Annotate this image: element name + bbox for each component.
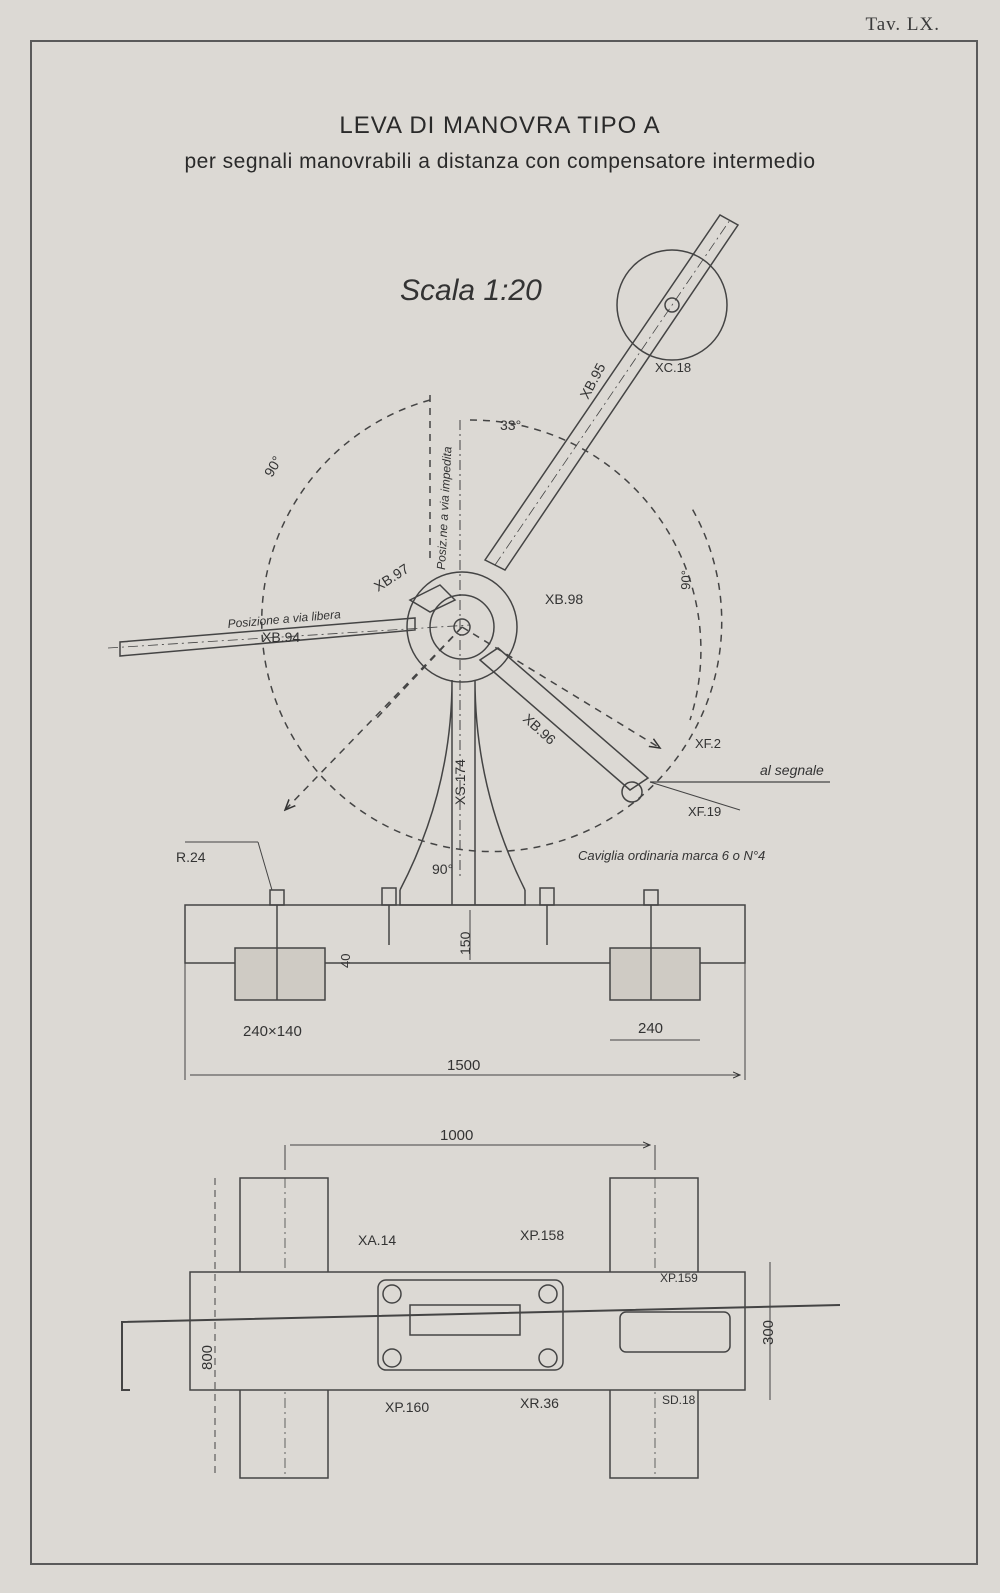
sleeper-left	[234, 947, 326, 1001]
label-xp160: XP.160	[385, 1399, 429, 1415]
label-xc18: XC.18	[655, 360, 691, 375]
plan-labels: 1000 800 300 XA.14 XP.158 XP.159 XP.160 …	[199, 1127, 777, 1415]
label-xb95: XB.95	[577, 360, 609, 401]
label-xp159: XP.159	[660, 1271, 698, 1285]
dim-1000: 1000	[440, 1127, 473, 1144]
label-al-segnale: al segnale	[760, 762, 824, 778]
label-xb96: XB.96	[520, 710, 559, 748]
angle-90-bottom: 90°	[432, 861, 453, 877]
dim-800: 800	[199, 1345, 216, 1370]
plate-number: Tav. LX.	[865, 14, 940, 35]
label-xr36: XR.36	[520, 1395, 559, 1411]
label-xp158: XP.158	[520, 1227, 564, 1243]
lever-arm-lower	[478, 647, 650, 791]
plate-subtitle: per segnali manovrabili a distanza con c…	[184, 150, 816, 173]
plan-base-beam	[189, 1271, 746, 1391]
elevation-labels: XC.18 XB.95 33° 90° Posiz.ne a via imped…	[176, 360, 824, 877]
hub-circle	[406, 571, 518, 683]
plan-compensator	[619, 1311, 731, 1353]
angle-33: 33°	[500, 417, 521, 433]
label-xf2: XF.2	[695, 736, 721, 751]
label-pos-intermedia: Posiz.ne a via impedita	[434, 446, 454, 570]
dim-240: 240	[638, 1020, 663, 1037]
lever-elevation	[107, 214, 830, 906]
base-dimensions: 150 40 240×140 240 1500	[243, 931, 663, 1074]
lever-arm-left	[119, 617, 416, 657]
label-caviglia: Caviglia ordinaria marca 6 o N°4	[578, 848, 765, 863]
plate-frame	[30, 40, 978, 1565]
label-xb97: XB.97	[371, 560, 412, 594]
angle-90-right: 90°	[678, 570, 694, 590]
label-xb94: XB.94	[262, 629, 300, 645]
bolts	[269, 887, 659, 1000]
dim-240x140: 240×140	[243, 1023, 302, 1040]
sleeper-right	[609, 947, 701, 1001]
label-r24: R.24	[176, 849, 206, 865]
label-xb98: XB.98	[545, 591, 583, 607]
base-beam	[184, 904, 746, 964]
dim-300: 300	[760, 1320, 777, 1345]
label-xf19: XF.19	[688, 804, 721, 819]
scale-label: Scala 1:20	[400, 274, 542, 307]
swing-arc	[260, 399, 723, 853]
support-post	[399, 679, 526, 905]
dim-150: 150	[457, 931, 473, 955]
plan-view	[121, 1145, 841, 1479]
label-xs174: XS.174	[452, 759, 468, 805]
dim-1500: 1500	[447, 1057, 480, 1074]
handwheel	[616, 249, 728, 361]
plate-title: LEVA DI MANOVRA TIPO A	[339, 112, 661, 139]
lever-arm-upper	[483, 214, 740, 571]
base-elevation	[184, 841, 746, 1080]
plan-rod	[121, 1304, 841, 1391]
angle-90-left: 90°	[261, 453, 285, 479]
plan-plate	[377, 1279, 564, 1371]
label-sd18: SD.18	[662, 1393, 696, 1407]
label-xa14: XA.14	[358, 1232, 396, 1248]
dim-40: 40	[338, 954, 353, 968]
label-pos-libera: Posizione a via libera	[227, 607, 342, 631]
swing-arc-right	[469, 419, 702, 721]
